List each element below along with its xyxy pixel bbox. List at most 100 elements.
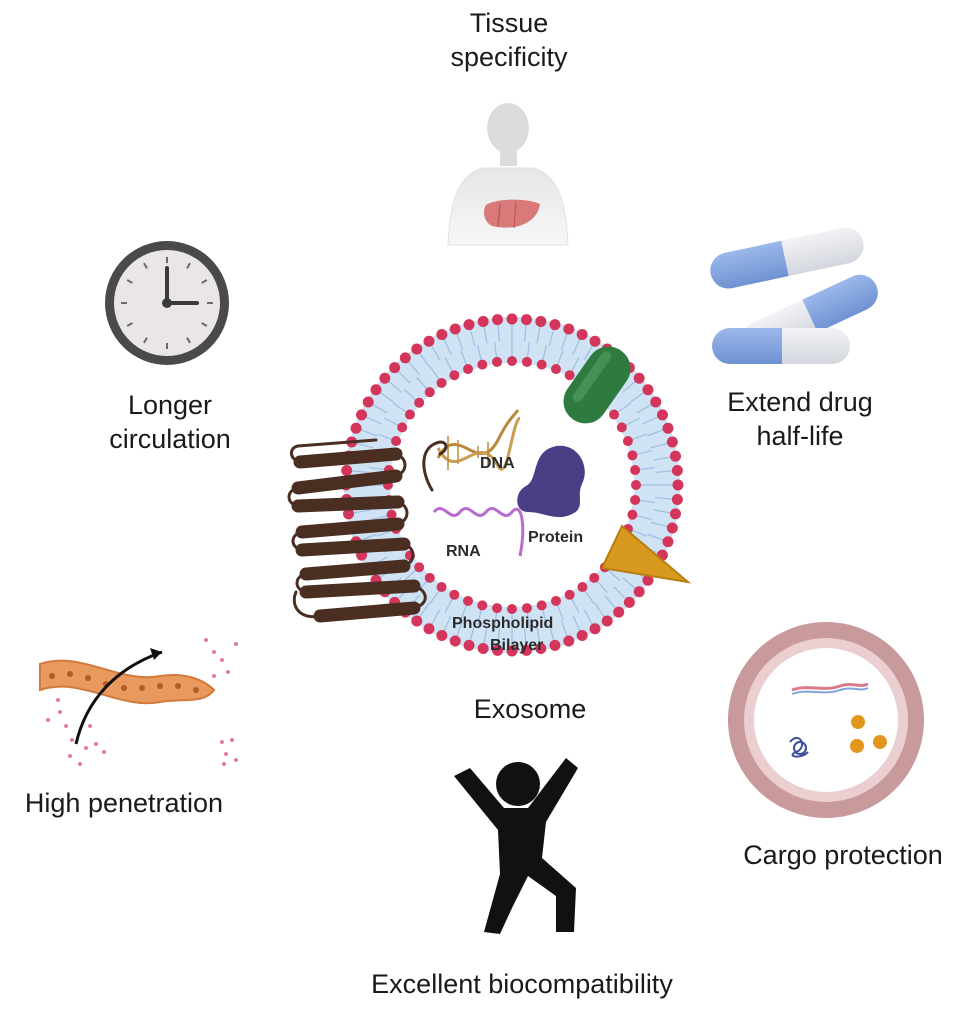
lipid-head xyxy=(411,343,423,355)
lipid-head xyxy=(506,645,518,657)
particle xyxy=(102,750,106,754)
extend-drug-half-life-label: Extend drug half-life xyxy=(700,385,900,453)
particle xyxy=(222,762,226,766)
tissue-label-line2: specificity xyxy=(450,42,568,72)
lipid-head xyxy=(656,409,668,421)
particle xyxy=(224,752,228,756)
lipid-head xyxy=(662,422,674,434)
lipid-head xyxy=(379,372,391,384)
receptor-protein-icon xyxy=(287,438,448,623)
lipid-head xyxy=(601,615,613,627)
excellent-biocompatibility-label: Excellent biocompatibility xyxy=(371,969,673,999)
rna-icon: RNA xyxy=(432,507,525,560)
bilayer-label-line1: Phospholipid xyxy=(452,615,553,632)
lipid-head xyxy=(477,600,488,611)
lipid-head xyxy=(631,480,641,490)
lipid-head xyxy=(549,319,561,331)
lipid-head xyxy=(423,335,435,347)
particle xyxy=(46,718,50,722)
lipid-head xyxy=(623,596,635,608)
particle xyxy=(212,674,216,678)
orange-membrane-protein xyxy=(600,524,692,584)
lipid-head xyxy=(642,574,654,586)
particle xyxy=(94,742,98,746)
lipid-head xyxy=(492,314,504,326)
lipid-head xyxy=(350,422,362,434)
particle xyxy=(234,642,238,646)
tissue-specificity-label: Tissue specificity xyxy=(404,6,614,74)
lipid-head xyxy=(536,359,547,370)
lipid-head xyxy=(520,314,532,326)
particle xyxy=(212,650,216,654)
clock-icon xyxy=(105,241,229,365)
lipid-head xyxy=(507,356,517,366)
lipid-head xyxy=(463,639,475,651)
lipid-head xyxy=(356,409,368,421)
lipid-head xyxy=(564,589,575,600)
lipid-head xyxy=(343,508,355,520)
cell-nucleus xyxy=(67,671,73,677)
clock-tick-marks xyxy=(121,257,213,349)
lipid-head xyxy=(436,629,448,641)
drug-label-line1: Extend drug xyxy=(727,387,873,417)
lipid-head xyxy=(671,493,683,505)
lipid-head xyxy=(389,362,401,374)
particle xyxy=(204,638,208,642)
particle xyxy=(226,670,230,674)
lipid-head xyxy=(436,377,447,388)
lipid-head xyxy=(616,422,627,433)
cell-nucleus xyxy=(121,685,127,691)
clock-tick xyxy=(186,262,191,269)
circulation-label-line2: circulation xyxy=(109,424,231,454)
cell-nucleus xyxy=(139,685,145,691)
clock-tick xyxy=(143,262,148,269)
lipid-head xyxy=(411,615,423,627)
lipid-head xyxy=(414,562,425,573)
cargo-protection-label: Cargo protection xyxy=(743,840,943,870)
lipid-head xyxy=(449,589,460,600)
cargo-vesicle-icon xyxy=(728,622,924,818)
lipid-head xyxy=(477,316,489,328)
cell-nucleus xyxy=(85,675,91,681)
lipid-head xyxy=(613,606,625,618)
particle xyxy=(78,762,82,766)
high-penetration-label: High penetration xyxy=(24,788,224,818)
particle xyxy=(58,710,62,714)
lipid-head xyxy=(627,450,638,461)
lipid-head xyxy=(370,384,382,396)
lipid-head xyxy=(423,623,435,635)
lipid-head xyxy=(463,364,474,375)
lipid-head xyxy=(477,359,488,370)
lipid-head xyxy=(633,372,645,384)
lipid-head xyxy=(669,508,681,520)
lipid-head xyxy=(576,629,588,641)
lipid-head xyxy=(642,384,654,396)
lipid-head xyxy=(507,604,517,614)
lipid-head xyxy=(463,319,475,331)
rna-label: RNA xyxy=(446,543,481,560)
lipid-head xyxy=(622,436,633,447)
particle xyxy=(220,740,224,744)
lipid-head xyxy=(492,603,503,614)
scattered-particles xyxy=(46,638,238,766)
circulation-label-line1: Longer xyxy=(127,390,213,420)
particle xyxy=(234,758,238,762)
clock-tick xyxy=(126,322,133,327)
clock-tick xyxy=(126,279,133,284)
particle xyxy=(84,746,88,750)
particle xyxy=(64,724,68,728)
lipid-head xyxy=(399,352,411,364)
dna-icon: DNA xyxy=(436,409,522,472)
lipid-head xyxy=(666,436,678,448)
human-body-liver-icon xyxy=(447,103,569,246)
lipid-head xyxy=(589,335,601,347)
exosome-label: Exosome xyxy=(473,694,587,724)
lipid-head xyxy=(424,387,435,398)
lipid-head xyxy=(404,409,415,420)
clock-tick xyxy=(143,337,148,344)
lipid-head xyxy=(521,356,532,367)
lipid-head xyxy=(521,603,532,614)
tissue-penetration-icon xyxy=(39,638,238,766)
lipid-head xyxy=(563,635,575,647)
